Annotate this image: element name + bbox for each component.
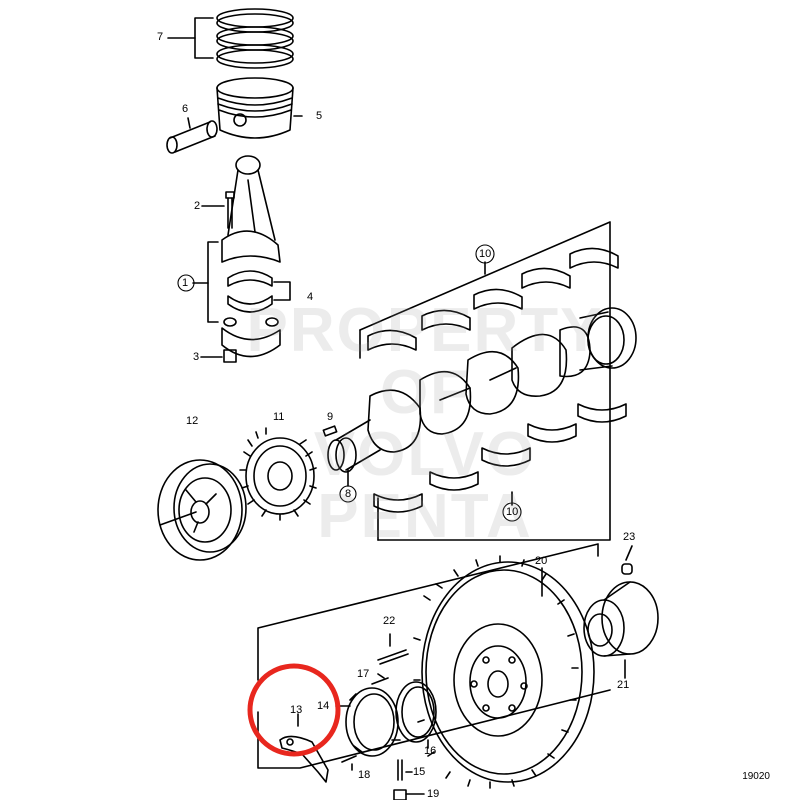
callout-20: 20: [535, 555, 548, 567]
crank-pulley: [157, 459, 247, 561]
callout-17: 17: [357, 668, 370, 680]
watermark: PROPERTY OF VOLVO PENTA: [230, 300, 620, 548]
callout-10-upper: 10: [479, 248, 492, 260]
piston-pin: [166, 120, 218, 154]
watermark-line-1: PROPERTY OF: [246, 296, 604, 427]
rod-cap: [221, 317, 281, 358]
callout-23: 23: [623, 531, 636, 543]
callout-19: 19: [427, 788, 440, 800]
callout-6: 6: [182, 103, 189, 115]
piston: [216, 77, 294, 139]
flywheel: [413, 555, 595, 789]
highlight-circle: [247, 663, 341, 757]
main-bearing-shells-upper: [367, 247, 619, 351]
rod-bolt: [225, 191, 235, 229]
callout-2: 2: [194, 200, 201, 212]
callout-21: 21: [617, 679, 630, 691]
seal-housing: [345, 687, 401, 757]
piston-rings: [216, 8, 294, 69]
rod-nut: [223, 349, 237, 363]
connecting-rod: [221, 155, 281, 263]
watermark-line-2: VOLVO PENTA: [313, 420, 537, 551]
pilot-hub: [583, 563, 659, 657]
main-bearing-shells-lower: [373, 403, 627, 513]
callout-7: 7: [157, 31, 164, 43]
figure-number: 19020: [742, 771, 770, 782]
callout-5: 5: [316, 110, 323, 122]
callout-11: 11: [273, 411, 285, 423]
callout-8: 8: [345, 488, 352, 500]
callout-15: 15: [413, 766, 426, 778]
callout-9: 9: [327, 411, 334, 423]
callout-14: 14: [317, 700, 330, 712]
callout-4: 4: [307, 291, 314, 303]
oil-pan-bracket: [279, 735, 329, 783]
rear-seal: [395, 681, 437, 743]
callout-22: 22: [383, 615, 396, 627]
crankshaft: [327, 307, 637, 473]
timing-gear: [239, 427, 317, 521]
callout-16: 16: [424, 745, 437, 757]
rod-bearing-shells: [227, 270, 273, 313]
callout-13: 13: [290, 704, 303, 716]
callout-1: 1: [182, 277, 189, 289]
callout-18: 18: [358, 769, 371, 781]
callout-10-lower: 10: [506, 506, 519, 518]
callout-3: 3: [193, 351, 200, 363]
callout-12: 12: [186, 415, 199, 427]
